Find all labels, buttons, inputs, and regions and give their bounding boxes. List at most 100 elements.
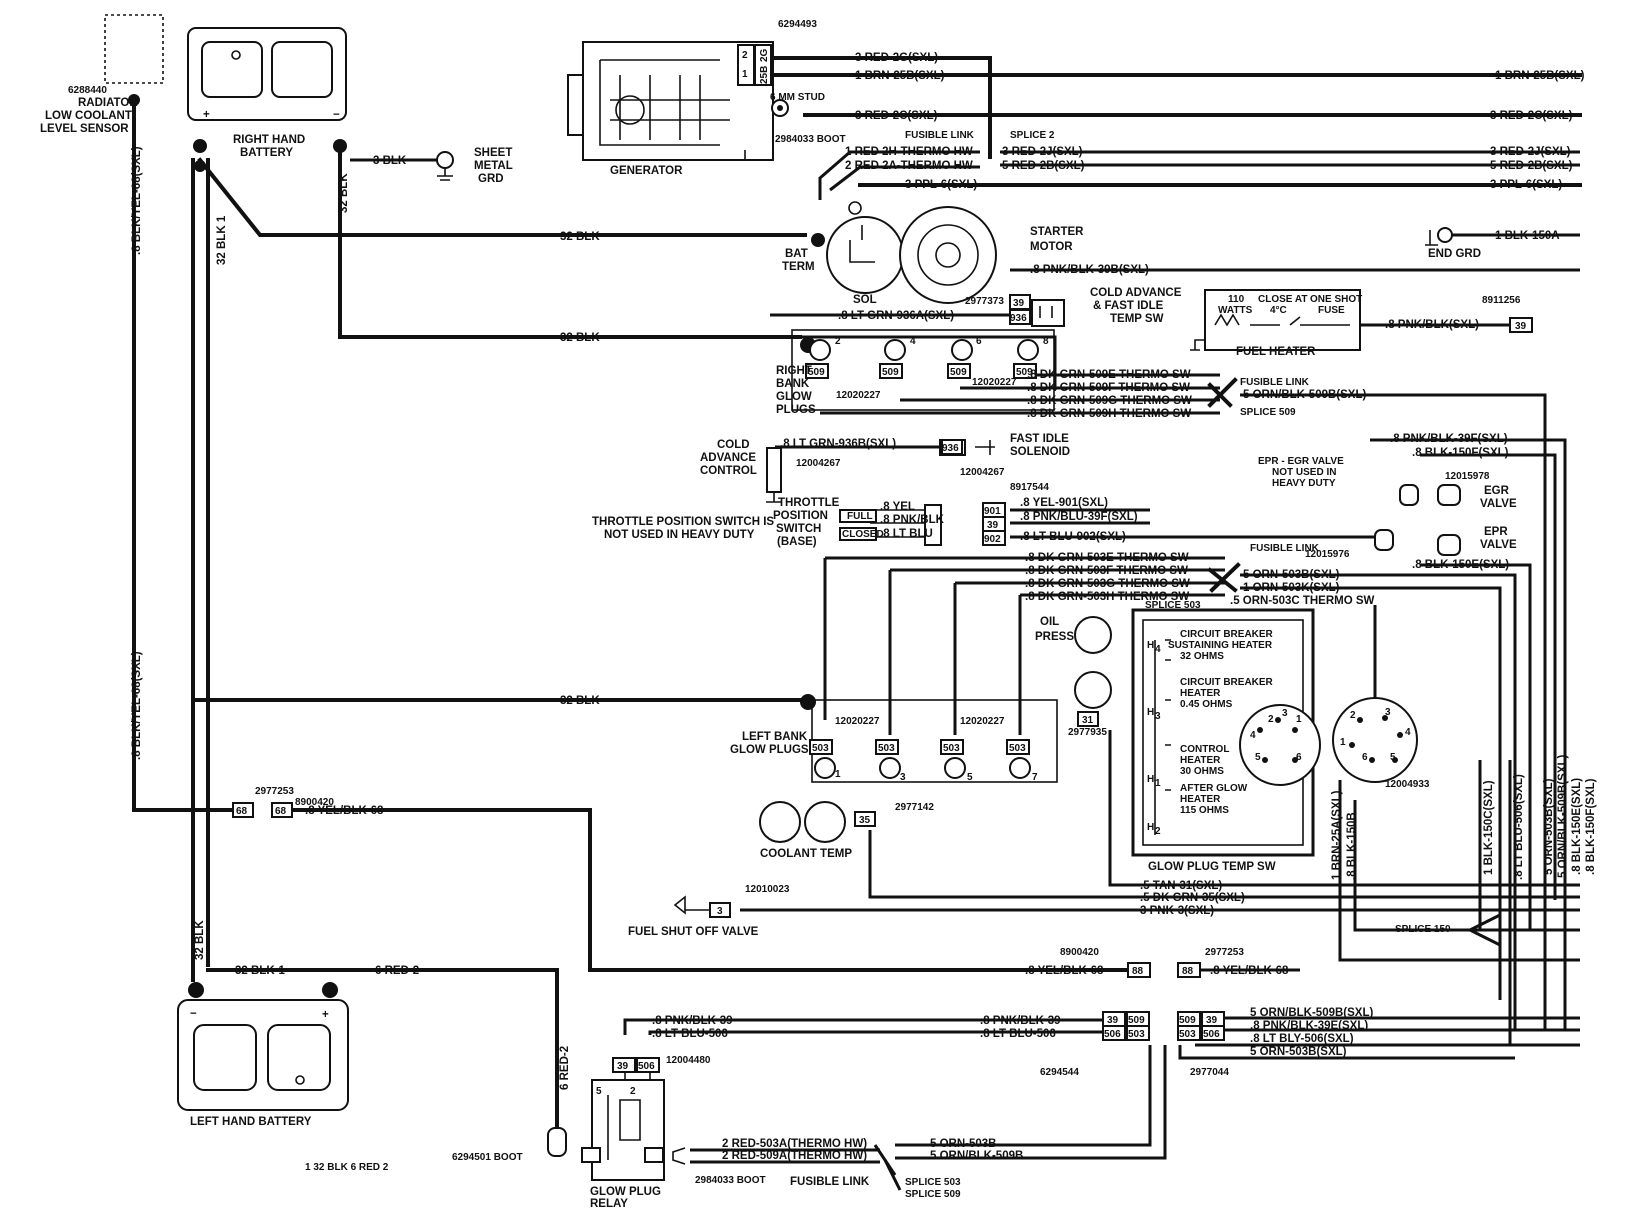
wire-labels: 3 RED-2G(SXL) 1 BRN-25B(SXL) 1 BRN-25B(S… (235, 52, 1585, 1162)
part-8911256: 8911256 (1482, 295, 1521, 306)
wire-label-ornblk509b-b: 5 ORN/BLK-509B(SXL) (1250, 1007, 1373, 1019)
pin-1: 1 (1296, 714, 1302, 725)
splice-bottom-1: SPLICE 503 (905, 1177, 961, 1188)
wire-label-pnkblk39b: .8 PNK/BLK-39B(SXL) (1030, 264, 1149, 276)
glow-plug-relay-shape (581, 1070, 665, 1181)
connector-12004933 (1332, 697, 1418, 783)
right-glow-plugs (809, 339, 1039, 361)
wire-blk-150b (1353, 800, 1495, 932)
wire-label-dkgrn35: .5 DK GRN-35(SXL) (1140, 892, 1245, 904)
wire-label-orn503c: .5 ORN-503C THERMO SW (1230, 595, 1375, 607)
vlabel-ornblk509b: 5 ORN/BLK-509B(SXL) (1557, 755, 1569, 878)
ag-3: 115 OHMS (1180, 805, 1229, 816)
splice-509-shape (1207, 377, 1238, 408)
wire-label-1brn25b-r: 1 BRN-25B(SXL) (1495, 70, 1585, 82)
fast-idle-1: FAST IDLE (1010, 433, 1069, 445)
part-2977142: 2977142 (895, 802, 934, 813)
right-battery-shape (187, 27, 347, 172)
conn-2g-gen: 2G (759, 48, 770, 62)
part-12015976: 12015976 (1305, 549, 1350, 560)
pin-5b: 5 (1390, 752, 1396, 763)
wire-label-509h: .8 DK GRN-509H THERMO SW (1027, 408, 1191, 420)
splice509-label: SPLICE 509 (1240, 407, 1296, 418)
wire-label-ornblk509b-c: 5 ORN/BLK-509B (930, 1150, 1023, 1162)
right-bank-4: PLUGS (776, 404, 816, 416)
wire-blk-yel-68-vertical (132, 98, 237, 812)
plug-num-1: 1 (835, 769, 841, 780)
ag-1: AFTER GLOW (1180, 783, 1248, 794)
fh-temp: 4°C (1270, 305, 1287, 316)
wire-label-509g: .8 DK GRN-509G THERMO SW (1027, 395, 1192, 407)
part-12020227-l2: 12020227 (960, 716, 1005, 727)
cb1-3: 32 OHMS (1180, 651, 1224, 662)
part-12004480: 12004480 (666, 1055, 711, 1066)
end-grd-shape (1425, 227, 1453, 246)
vlabel-32blk-l: 32 BLK (194, 920, 206, 960)
wire-label-tan31: .5 TAN-31(SXL) (1140, 880, 1222, 892)
throttle-closed: CLOSED (842, 529, 884, 540)
wire-label-3red2g: 3 RED-2G(SXL) (855, 52, 938, 64)
epr-2: VALVE (1480, 539, 1517, 551)
conn-503-3: 503 (943, 743, 960, 754)
fh-watts: 110 (1228, 294, 1245, 305)
wire-orn-503k (1240, 586, 1502, 1000)
boot-bottom-shape (672, 1147, 686, 1165)
wire-red-2h (818, 150, 980, 200)
splice2-label: SPLICE 2 (1010, 130, 1055, 141)
pin-4: 4 (1250, 730, 1256, 741)
sheet-metal-3: GRD (478, 173, 504, 185)
part-12015978: 12015978 (1445, 471, 1490, 482)
throttle-3: SWITCH (776, 523, 821, 535)
wire-label-blk150f: .8 BLK-150F(SXL) (1412, 447, 1509, 459)
wire-orn-blk-509b-c (895, 1045, 1167, 1160)
conn-35: 35 (859, 815, 871, 826)
pin-1b: 1 (1340, 737, 1346, 748)
radiator-label-2: LOW COOLANT (45, 110, 132, 122)
egr-2: VALVE (1480, 498, 1517, 510)
conn-902: 902 (984, 534, 1001, 545)
relay-pin-5: 5 (596, 1086, 602, 1097)
wire-label-pnkblk39-a: .8 PNK/BLK-39 (652, 1015, 733, 1027)
wire-label-pnkblk39e: .8 PNK/BLK-39E(SXL) (1250, 1020, 1368, 1032)
vlabel-6red2: 6 RED-2 (559, 1046, 571, 1090)
heater-h3: H (1147, 707, 1154, 718)
wire-label-32blk-c: 32 BLK (560, 695, 600, 707)
wire-yel-blk-68 (283, 808, 1132, 972)
part-8900420-a: 8900420 (295, 797, 334, 808)
wire-label-3red2j-r: 3 RED-2J(SXL) (1490, 146, 1571, 158)
wire-label-pnk3: 3 PNK-3(SXL) (1140, 905, 1214, 917)
fusible-link-509: FUSIBLE LINK (1240, 377, 1310, 388)
wire-label-509f: .8 DK GRN-509F THERMO SW (1027, 382, 1190, 394)
throttle-switch-shape (839, 504, 942, 546)
conn-68-b: 68 (275, 806, 287, 817)
fusible-link-503: FUSIBLE LINK (1250, 543, 1320, 554)
wire-label-ltblu902: .8 LT BLU-902(SXL) (1020, 531, 1126, 543)
wire-label-ltblu506-b: .8 LT BLU-506 (980, 1028, 1056, 1040)
wire-label-yel901: .8 YEL-901(SXL) (1020, 497, 1108, 509)
vlabel-32blk1: 32 BLK 1 (216, 215, 228, 265)
wire-pnk-blk-39-bottom (623, 1018, 1110, 1035)
wire-label-503h: .8 DK GRN-503H THERMO SW (1025, 591, 1189, 603)
wire-label-32blk1: 32 BLK-1 (235, 965, 285, 977)
wire-label-1brn25b: 1 BRN-25B(SXL) (855, 70, 945, 82)
conn-509-2: 509 (882, 367, 899, 378)
wire-32blk-to-glowplugs (338, 143, 802, 339)
wire-orn-blk-509b (1240, 393, 1547, 1030)
cold-control-3: CONTROL (700, 465, 757, 477)
ctrl-2: HEATER (1180, 755, 1221, 766)
wire-label-ltbly506: .8 LT BLY-506(SXL) (1250, 1033, 1354, 1045)
conn-39-b1: 39 (1107, 1015, 1119, 1026)
relay-pin-2: 2 (630, 1086, 636, 1097)
radiator-label-3: LEVEL SENSOR (40, 123, 129, 135)
right-battery-label-1: RIGHT HAND (233, 134, 305, 146)
bat-term-2: TERM (782, 261, 815, 273)
conn-503-b2: 503 (1179, 1029, 1196, 1040)
boot-6294501-shape (547, 1127, 567, 1157)
wire-label-pnkblk39f: .8 PNK/BLK-39F(SXL) (1390, 433, 1508, 445)
conn-2-gen: 2 (742, 50, 748, 61)
part-6294544: 6294544 (1040, 1067, 1079, 1078)
heater-h4-sub: 4 (1155, 644, 1161, 655)
ctrl-3: 30 OHMS (1180, 766, 1224, 777)
wire-6red-2 (328, 968, 559, 1137)
left-bank-2: GLOW PLUGS (730, 744, 809, 756)
